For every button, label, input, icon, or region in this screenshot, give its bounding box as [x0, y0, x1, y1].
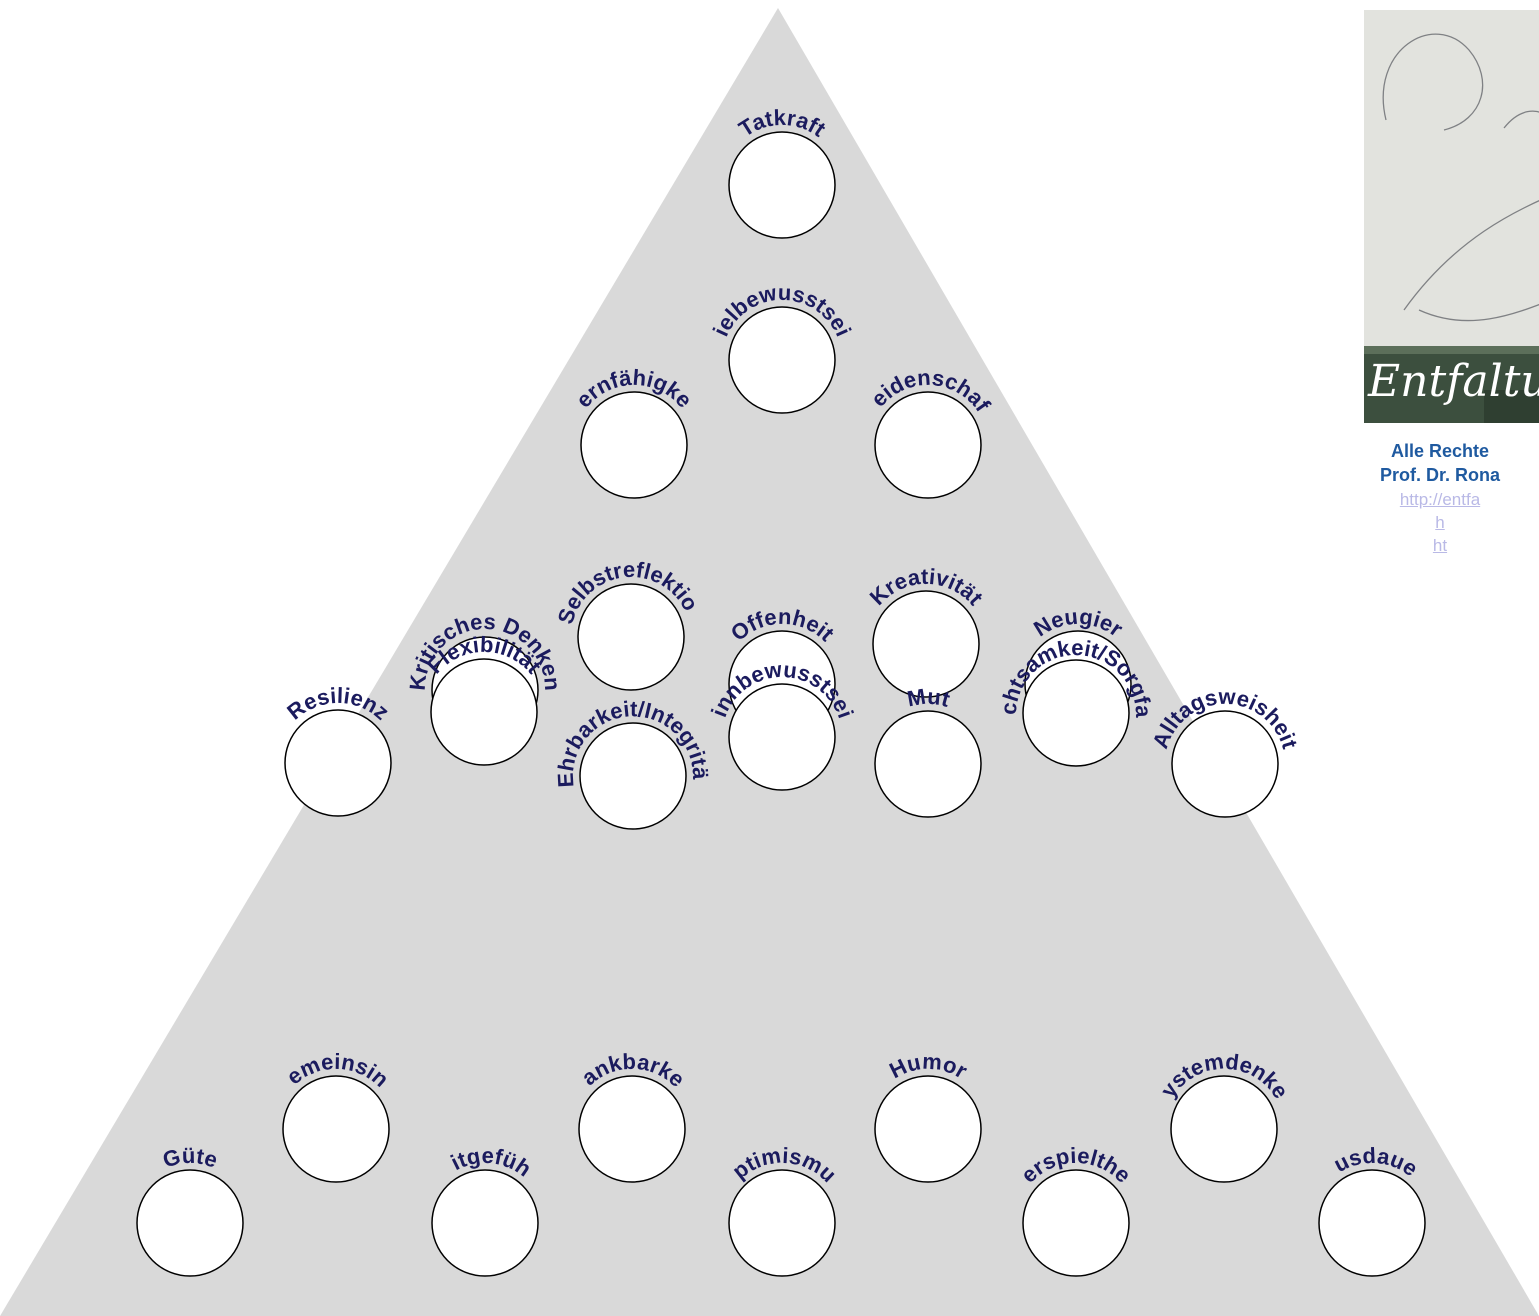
- strength-tatkraft[interactable]: Tatkraft: [729, 105, 835, 238]
- website-link-3[interactable]: ht: [1240, 536, 1539, 556]
- strength-circle[interactable]: [579, 1076, 685, 1182]
- entfaltung-logo-image: Entfaltu: [1364, 10, 1539, 423]
- strength-circle[interactable]: [1172, 711, 1278, 817]
- logo-wordmark: Entfaltu: [1368, 356, 1539, 407]
- strength-circle[interactable]: [285, 710, 391, 816]
- strength-circle[interactable]: [729, 684, 835, 790]
- strength-circle[interactable]: [873, 591, 979, 697]
- strength-circle[interactable]: [875, 392, 981, 498]
- strength-circle[interactable]: [283, 1076, 389, 1182]
- strength-circle[interactable]: [875, 711, 981, 817]
- strength-circle[interactable]: [578, 584, 684, 690]
- strength-circle[interactable]: [729, 1170, 835, 1276]
- strength-lernfaehigkeit[interactable]: Lernfähigkeit: [0, 0, 697, 498]
- author-name: Prof. Dr. Rona: [1240, 465, 1539, 486]
- strength-label: Mut: [905, 684, 953, 712]
- copyright-notice: Alle Rechte: [1240, 441, 1539, 462]
- strength-circle[interactable]: [729, 307, 835, 413]
- strength-circle[interactable]: [137, 1170, 243, 1276]
- strength-circle[interactable]: [875, 1076, 981, 1182]
- website-link[interactable]: http://entfa: [1240, 490, 1539, 510]
- strength-resilienz[interactable]: Resilienz: [282, 683, 394, 816]
- strength-circle[interactable]: [1319, 1170, 1425, 1276]
- website-link-2[interactable]: h: [1240, 513, 1539, 533]
- strength-circle[interactable]: [729, 132, 835, 238]
- strength-circle[interactable]: [581, 392, 687, 498]
- strength-circle[interactable]: [432, 1170, 538, 1276]
- strength-humor[interactable]: Humor: [875, 1049, 981, 1182]
- strength-circle[interactable]: [580, 723, 686, 829]
- strength-circle[interactable]: [1023, 1170, 1129, 1276]
- strength-circle[interactable]: [431, 659, 537, 765]
- strength-circle[interactable]: [1171, 1076, 1277, 1182]
- strength-circle[interactable]: [1023, 660, 1129, 766]
